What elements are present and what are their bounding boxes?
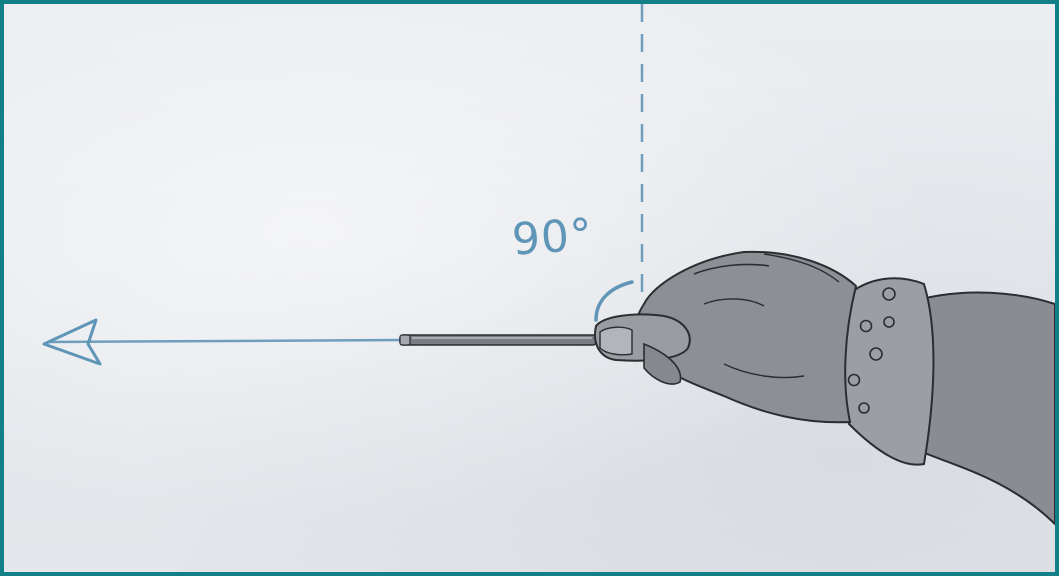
angle-label: 90° [510,209,595,266]
arrow-left-icon [42,318,102,366]
angle-arc [594,280,634,322]
gloved-hand [594,250,1055,526]
rod [399,334,597,346]
direction-arrow-line [47,338,405,344]
illustration [42,4,1055,526]
